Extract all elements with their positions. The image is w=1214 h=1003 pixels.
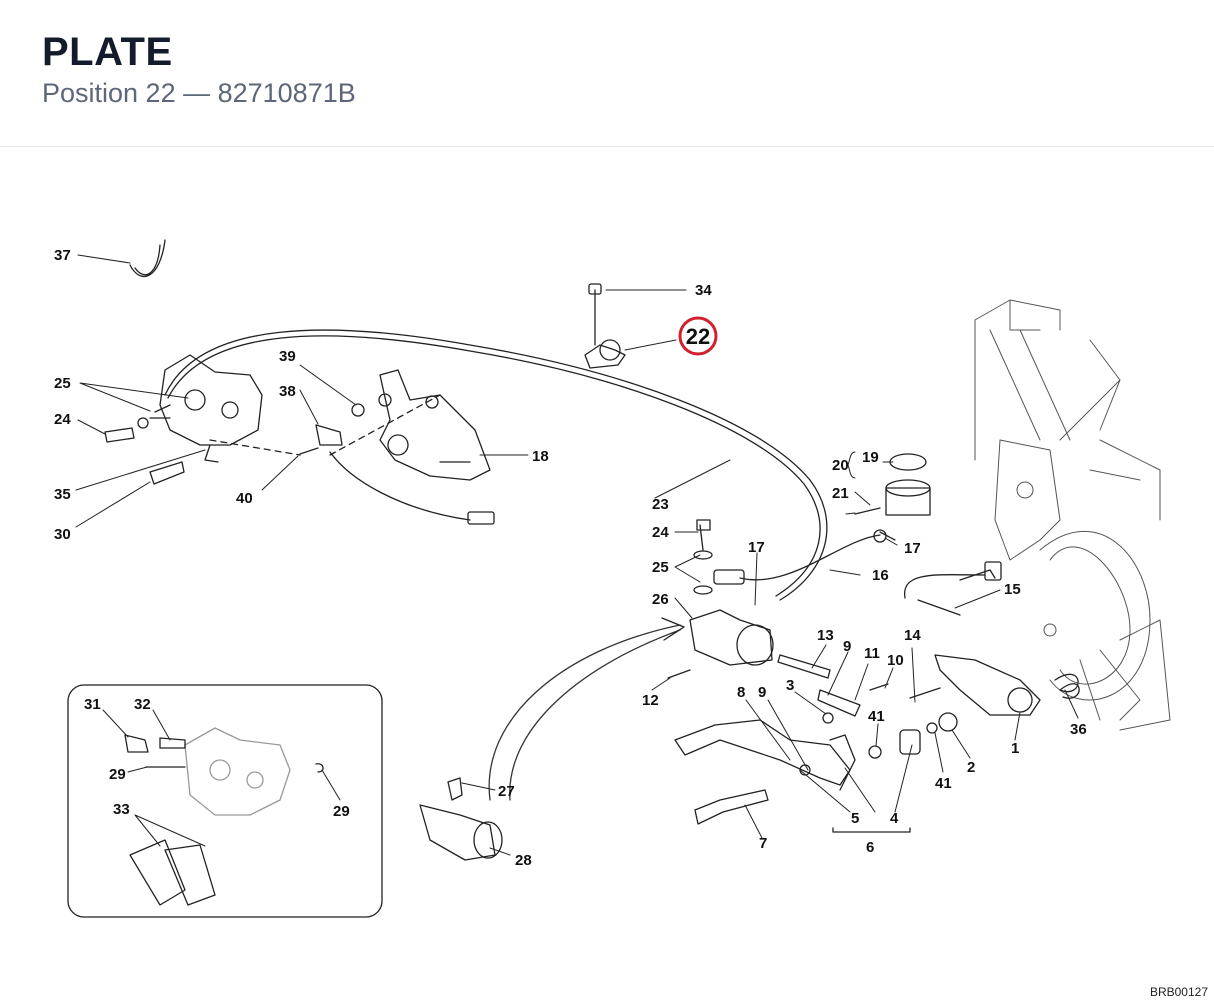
callout-34[interactable]: 34 xyxy=(695,282,712,299)
callout-40[interactable]: 40 xyxy=(236,490,253,507)
callout-37[interactable]: 37 xyxy=(54,247,71,264)
callout-28[interactable]: 28 xyxy=(515,852,532,869)
callout-14[interactable]: 14 xyxy=(904,627,921,644)
page-title: PLATE xyxy=(42,30,173,74)
callout-31[interactable]: 31 xyxy=(84,696,101,713)
callout-10[interactable]: 10 xyxy=(887,652,904,669)
callout-29b[interactable]: 29 xyxy=(333,803,350,820)
callout-35[interactable]: 35 xyxy=(54,486,71,503)
callout-21[interactable]: 21 xyxy=(832,485,849,502)
callout-32[interactable]: 32 xyxy=(134,696,151,713)
exploded-parts-diagram: 22 37 34 25 24 39 38 18 40 35 30 23 19 2… xyxy=(54,239,1171,918)
diagram-code: BRB00127 xyxy=(1149,985,1208,999)
callout-24b[interactable]: 24 xyxy=(652,524,669,541)
hose-clamp xyxy=(129,239,166,278)
detail-arrow xyxy=(488,624,681,801)
callout-5[interactable]: 5 xyxy=(851,810,859,827)
callout-25[interactable]: 25 xyxy=(54,375,71,392)
alt-master-cylinder xyxy=(419,777,503,861)
bolt-24a xyxy=(104,427,135,443)
callout-7[interactable]: 7 xyxy=(759,835,767,852)
callout-18[interactable]: 18 xyxy=(532,448,549,465)
rear-caliper xyxy=(149,354,263,463)
callout-3[interactable]: 3 xyxy=(786,677,794,694)
callout-12[interactable]: 12 xyxy=(642,692,659,709)
sensor-15 xyxy=(904,569,996,616)
callout-23[interactable]: 23 xyxy=(652,496,669,513)
inset-caliper xyxy=(184,727,291,816)
leader-lines xyxy=(75,254,1079,856)
callout-17b[interactable]: 17 xyxy=(904,540,921,557)
callout-17a[interactable]: 17 xyxy=(748,539,765,556)
callout-25b[interactable]: 25 xyxy=(652,559,669,576)
hose-16 xyxy=(739,534,881,581)
callout-30[interactable]: 30 xyxy=(54,526,71,543)
brake-pads xyxy=(129,839,216,906)
callout-24[interactable]: 24 xyxy=(54,411,71,428)
brake-pedal xyxy=(674,719,851,786)
speed-sensor xyxy=(315,424,343,446)
callout-9a[interactable]: 9 xyxy=(843,638,851,655)
callout-2[interactable]: 2 xyxy=(967,759,975,776)
callout-29a[interactable]: 29 xyxy=(109,766,126,783)
callout-19[interactable]: 19 xyxy=(862,449,879,466)
callout-15[interactable]: 15 xyxy=(1004,581,1021,598)
callout-9b[interactable]: 9 xyxy=(758,684,766,701)
pedal-pin xyxy=(694,789,769,825)
bolt-30 xyxy=(149,461,185,485)
reservoir xyxy=(854,453,931,543)
callout-labels: 37 34 25 24 39 38 18 40 35 30 23 19 20 2… xyxy=(54,247,1087,869)
callout-4[interactable]: 4 xyxy=(890,810,899,827)
callout-1[interactable]: 1 xyxy=(1011,740,1019,757)
callout-39[interactable]: 39 xyxy=(279,348,296,365)
highlight-number[interactable]: 22 xyxy=(686,324,710,349)
page-header: PLATE Position 22 — 82710871B xyxy=(0,0,1214,147)
brake-lever-pivot xyxy=(934,654,1041,716)
callout-16[interactable]: 16 xyxy=(872,567,889,584)
callout-20[interactable]: 20 xyxy=(832,457,849,474)
part-22-plate xyxy=(584,283,626,369)
brake-hose xyxy=(164,329,828,601)
callout-38[interactable]: 38 xyxy=(279,383,296,400)
callout-36[interactable]: 36 xyxy=(1070,721,1087,738)
frame-outline xyxy=(974,299,1171,731)
inset-detail-box xyxy=(67,684,383,918)
callout-33[interactable]: 33 xyxy=(113,801,130,818)
mounting-bracket xyxy=(379,369,491,481)
return-spring xyxy=(1054,673,1080,699)
highlight-circle xyxy=(678,316,718,356)
callout-8[interactable]: 8 xyxy=(737,684,745,701)
callout-6[interactable]: 6 xyxy=(866,839,874,856)
callout-41b[interactable]: 41 xyxy=(935,775,952,792)
callout-27[interactable]: 27 xyxy=(498,783,515,800)
callout-13[interactable]: 13 xyxy=(817,627,834,644)
callout-11[interactable]: 11 xyxy=(864,645,880,662)
master-cylinder xyxy=(667,519,774,679)
callout-26[interactable]: 26 xyxy=(652,591,669,608)
page-subtitle: Position 22 — 82710871B xyxy=(42,78,356,108)
callout-41a[interactable]: 41 xyxy=(868,708,885,725)
